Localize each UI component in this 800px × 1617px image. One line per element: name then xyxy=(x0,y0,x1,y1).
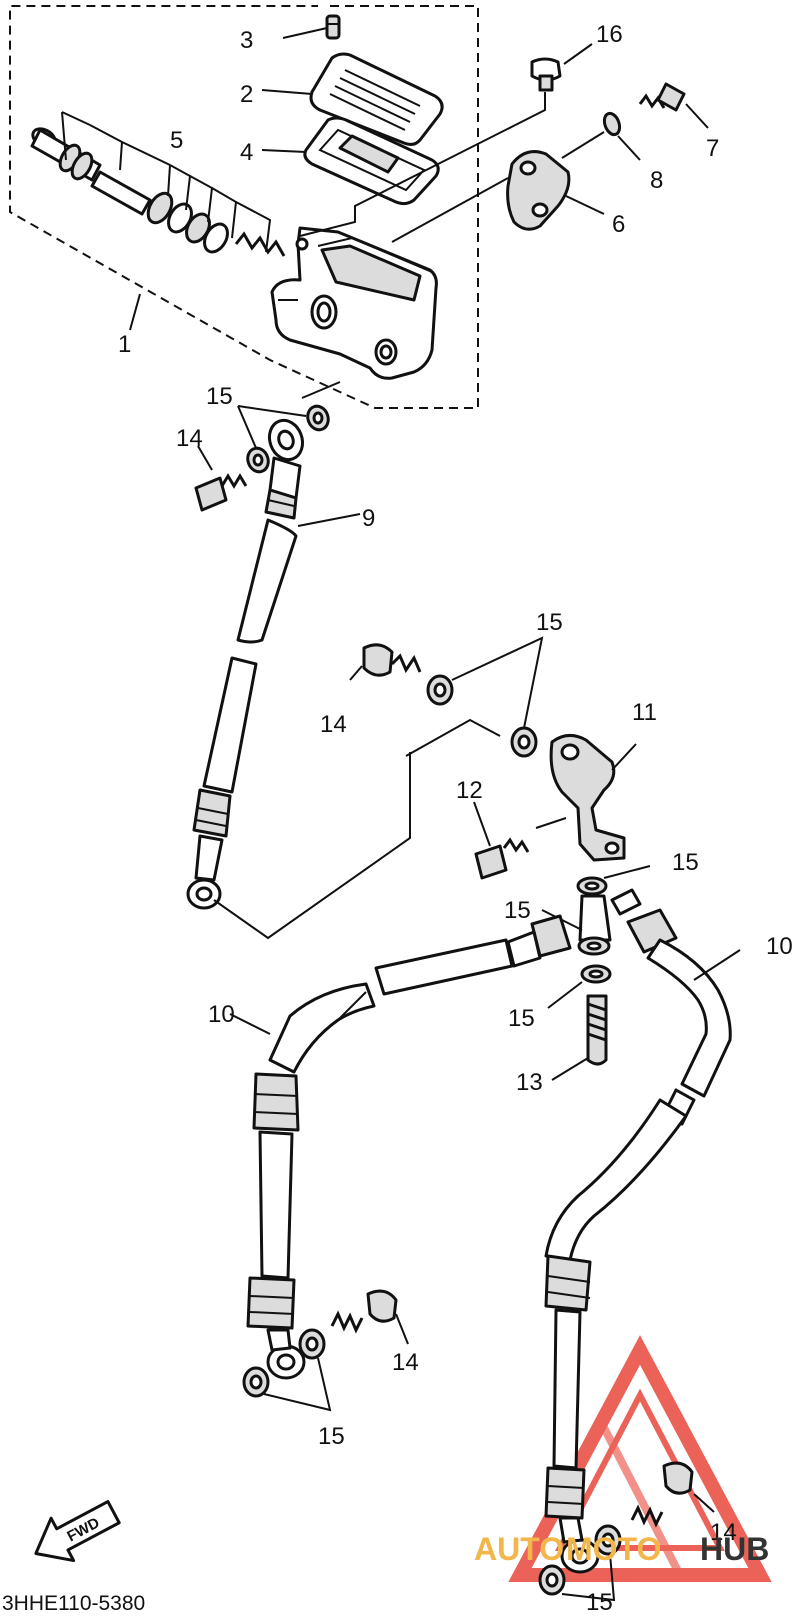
watermark-text: AUTO MOTO HUB xyxy=(474,1531,769,1567)
callout-14a: 14 xyxy=(176,425,203,452)
master-cylinder-body xyxy=(270,226,438,380)
callout-15a: 15 xyxy=(206,383,233,410)
part-7-bolt xyxy=(638,82,709,129)
callout-10b: 10 xyxy=(766,933,793,960)
part-4-diaphragm xyxy=(261,116,440,206)
part-10-left-hose xyxy=(229,914,572,1380)
callout-8: 8 xyxy=(650,167,663,194)
part-6-holder xyxy=(506,150,605,231)
part-code: 3HHE110-5380 xyxy=(2,1592,145,1615)
callout-labels: 3 2 4 5 1 16 7 8 6 15 14 9 15 14 11 12 1… xyxy=(118,21,793,1616)
leader-16 xyxy=(299,92,546,237)
callout-11: 11 xyxy=(632,699,657,726)
callout-10a: 10 xyxy=(208,1001,235,1028)
part-9-upper-hose xyxy=(186,418,361,910)
callout-3: 3 xyxy=(240,27,253,54)
callout-15g: 15 xyxy=(586,1589,613,1616)
watermark-word-3: HUB xyxy=(700,1531,769,1567)
callout-16: 16 xyxy=(596,21,623,48)
callout-15b: 15 xyxy=(536,609,563,636)
watermark-word-1: AUTO xyxy=(474,1531,564,1567)
callout-7: 7 xyxy=(706,135,719,162)
part-5-piston-kit xyxy=(30,111,286,257)
callout-15c: 15 xyxy=(672,849,699,876)
part-8-washer xyxy=(561,111,641,161)
part-10-right-hose xyxy=(544,888,741,1574)
callout-14d: 14 xyxy=(710,1519,737,1546)
callout-15e: 15 xyxy=(508,1005,535,1032)
callout-6: 6 xyxy=(612,211,625,238)
part-11-joint xyxy=(535,734,637,862)
part-12-bolt xyxy=(473,801,530,880)
callout-5: 5 xyxy=(170,127,183,154)
callout-4: 4 xyxy=(240,139,253,166)
watermark-word-2: MOTO xyxy=(566,1531,661,1567)
right-banjo-hardware xyxy=(538,1461,715,1602)
callout-15f: 15 xyxy=(318,1423,345,1450)
callout-9: 9 xyxy=(362,505,375,532)
part-3-screw xyxy=(282,14,341,40)
middle-hardware xyxy=(213,636,544,940)
leader-6 xyxy=(391,177,509,243)
left-banjo-hardware xyxy=(242,1289,409,1412)
callout-15d: 15 xyxy=(504,897,531,924)
upper-banjo-hardware xyxy=(194,381,341,512)
callout-14b: 14 xyxy=(320,711,347,738)
assembly-boundary xyxy=(9,5,479,409)
fwd-arrow: FWD xyxy=(34,1500,121,1563)
part-2-reservoir-cap xyxy=(261,52,444,146)
callout-12: 12 xyxy=(456,777,483,804)
callout-1: 1 xyxy=(118,331,131,358)
part-16-bleed-screw xyxy=(530,43,593,92)
callout-13: 13 xyxy=(516,1069,543,1096)
leader-1 xyxy=(129,293,141,331)
callout-14c: 14 xyxy=(392,1349,419,1376)
callout-2: 2 xyxy=(240,81,253,108)
